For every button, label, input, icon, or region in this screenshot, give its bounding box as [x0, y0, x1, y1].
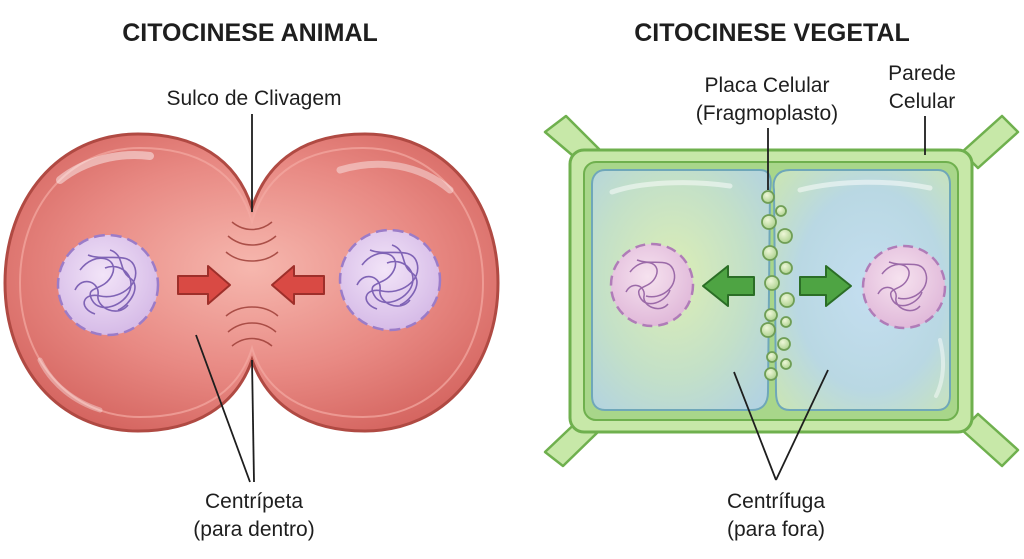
centrifugal-leader-right: [775, 369, 829, 481]
plant-cell: [543, 114, 1020, 468]
contractile-ring-lines: [225, 221, 279, 347]
centripetal-leader-left: [195, 334, 251, 483]
plant-highlight-left: [609, 180, 733, 195]
plant-nucleus-right: [861, 244, 947, 330]
cell-plate-vesicles: [760, 190, 795, 381]
animal-nucleus-left: [56, 233, 160, 337]
animal-highlight-bottom: [37, 357, 103, 413]
plant-highlight-right: [797, 179, 933, 193]
chromatin-right: [356, 244, 419, 310]
centrifugal-leader-left: [733, 371, 777, 481]
centripetal-label-line2: (para dentro): [193, 518, 314, 541]
cell-wall-label-line2: Celular: [889, 90, 956, 113]
centrifugal-arrow-right: [799, 265, 852, 307]
plant-cytoplasm-right: [772, 169, 951, 411]
plant-chromatin-left: [625, 259, 676, 310]
chromatin-left: [74, 249, 137, 315]
plant-title: CITOCINESE VEGETAL: [634, 19, 910, 47]
animal-inner-membrane: [18, 146, 485, 419]
animal-nucleus-right: [338, 228, 442, 332]
centripetal-leader-right: [251, 359, 255, 483]
centripetal-label-line1: Centrípeta: [205, 490, 303, 513]
centrifugal-arrow-left: [702, 265, 755, 307]
plant-chromatin-right: [877, 261, 928, 312]
centrifugal-label-line1: Centrífuga: [727, 490, 825, 513]
cleavage-furrow-label: Sulco de Clivagem: [166, 87, 341, 110]
plant-highlight-edge: [934, 338, 946, 398]
cell-wall-label-line1: Parede: [888, 62, 956, 85]
cell-plate-label-line1: Placa Celular: [705, 74, 830, 97]
cell-plate-label-line2: (Fragmoplasto): [696, 102, 838, 125]
centrifugal-label-line2: (para fora): [727, 518, 825, 541]
centripetal-arrow-right: [271, 265, 325, 305]
centripetal-arrow-left: [177, 265, 231, 305]
animal-highlight-right: [336, 160, 454, 194]
plant-nucleus-left: [609, 242, 695, 328]
animal-cell: [3, 132, 500, 433]
animal-highlight-left: [56, 151, 154, 184]
animal-title: CITOCINESE ANIMAL: [122, 19, 378, 47]
